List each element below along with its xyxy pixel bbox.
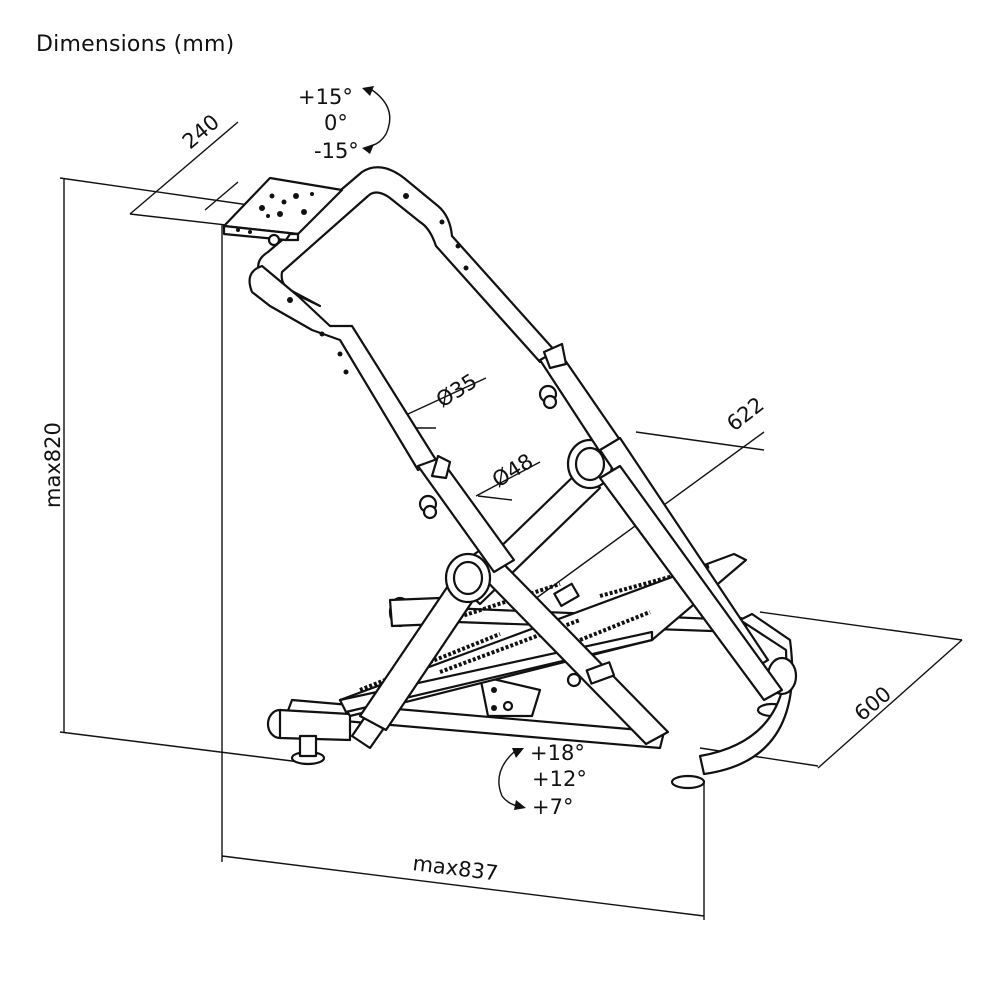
wheel-angle-minus15: -15° — [314, 139, 359, 163]
plate-width-label: 240 — [178, 110, 224, 154]
wheel-mount-plate — [222, 176, 344, 247]
pedal-angle-plus18: +18° — [530, 741, 585, 765]
dimension-labels: 240 +15° 0° -15° Ø35 Ø48 622 600 max820 … — [41, 85, 896, 885]
page-title: Dimensions (mm) — [36, 32, 235, 57]
wheel-angle-arrow-icon — [362, 86, 391, 154]
dimension-lines — [59, 121, 963, 920]
pedal-angle-arrow-icon — [498, 748, 526, 810]
wheel-angle-plus15: +15° — [298, 85, 353, 109]
pedal-angle-plus12: +12° — [532, 767, 587, 791]
width-label: max837 — [411, 851, 499, 885]
pedal-angle-plus7: +7° — [532, 795, 573, 819]
base-depth-label: 600 — [850, 682, 896, 726]
height-label: max820 — [41, 422, 65, 508]
depth-622-label: 622 — [722, 392, 768, 436]
wheel-angle-zero: 0° — [324, 111, 348, 135]
upper-tube-label: Ø35 — [432, 369, 481, 412]
upright-frame — [248, 166, 784, 702]
